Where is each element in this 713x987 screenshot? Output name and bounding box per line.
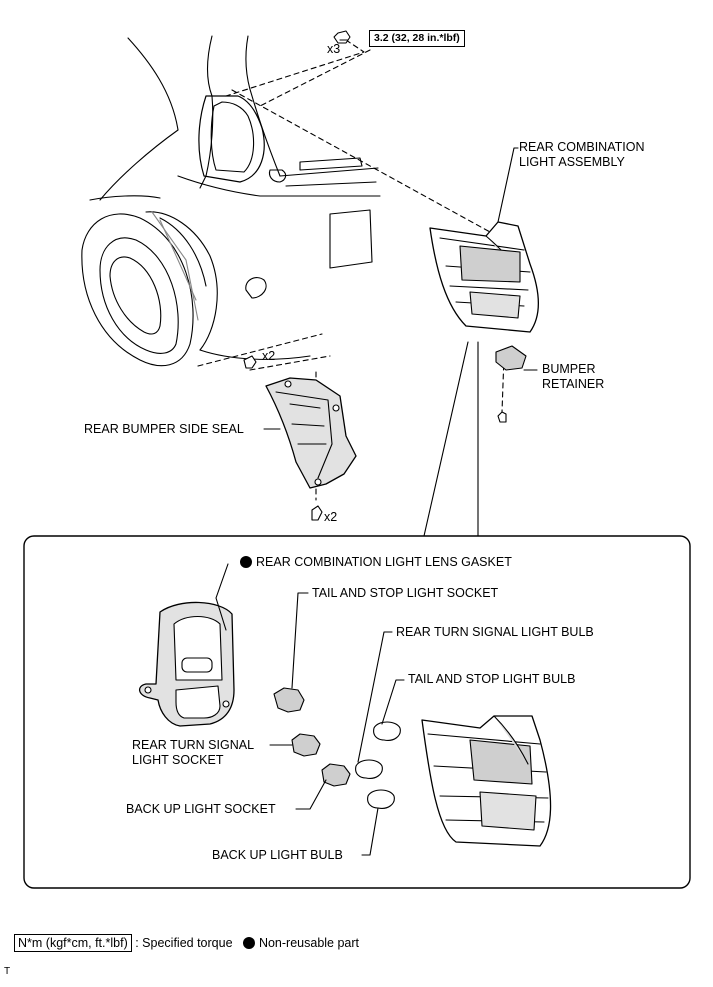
- lower-clip-qty-label: x2: [324, 510, 338, 524]
- rear-combination-light-assembly-drawing: [429, 221, 539, 333]
- rear-combination-light-assembly-label-line2: LIGHT ASSEMBLY: [519, 155, 625, 169]
- torque-unit-box: N*m (kgf*cm, ft.*lbf): [14, 934, 132, 952]
- backup-bulb-label: BACK UP LIGHT BULB: [212, 848, 343, 862]
- nonreusable-legend-text: Non-reusable part: [258, 936, 360, 950]
- rear-combination-light-assembly-label-line1: REAR COMBINATION: [519, 140, 645, 154]
- legend-dot-icon: [242, 937, 255, 949]
- rear-combination-light-detail-drawing: [421, 715, 552, 847]
- non-reusable-dot-icon: [240, 556, 252, 568]
- bolt-icon: [333, 30, 351, 44]
- torque-qty-label: x3: [327, 42, 341, 56]
- legend: N*m (kgf*cm, ft.*lbf) : Specified torque…: [14, 934, 360, 952]
- bumper-retainer-label-line1: BUMPER: [542, 362, 596, 376]
- backup-socket-label: BACK UP LIGHT SOCKET: [126, 802, 276, 816]
- lens-gasket-text: REAR COMBINATION LIGHT LENS GASKET: [256, 555, 512, 569]
- vehicle-rear-body: [81, 35, 381, 367]
- lens-gasket-label: REAR COMBINATION LIGHT LENS GASKET: [240, 555, 512, 570]
- tail-stop-socket-label: TAIL AND STOP LIGHT SOCKET: [312, 586, 499, 600]
- tail-stop-bulb-label: TAIL AND STOP LIGHT BULB: [408, 672, 576, 686]
- rear-turn-socket-label-line1: REAR TURN SIGNAL: [132, 738, 255, 752]
- bumper-retainer-drawing: [495, 345, 527, 423]
- bulbs-drawing: [355, 721, 401, 809]
- torque-spec-box: 3.2 (32, 28 in.*lbf): [369, 30, 465, 47]
- torque-legend-text: : Specified torque: [135, 936, 233, 950]
- detail-box: [23, 535, 691, 889]
- lens-gasket-drawing: [139, 563, 235, 727]
- rear-bumper-side-seal-label: REAR BUMPER SIDE SEAL: [84, 422, 244, 436]
- rear-turn-socket-label-line2: LIGHT SOCKET: [132, 753, 224, 767]
- corner-mark: T: [4, 966, 11, 977]
- leader-lines-upper: [263, 147, 538, 537]
- rear-bumper-side-seal-drawing: [243, 355, 357, 521]
- bumper-retainer-label-line2: RETAINER: [542, 377, 605, 391]
- leader-lines-detail: [269, 592, 405, 856]
- sockets-drawing: [273, 687, 351, 787]
- upper-clip-qty-label: x2: [262, 349, 276, 363]
- rear-turn-bulb-label: REAR TURN SIGNAL LIGHT BULB: [396, 625, 594, 639]
